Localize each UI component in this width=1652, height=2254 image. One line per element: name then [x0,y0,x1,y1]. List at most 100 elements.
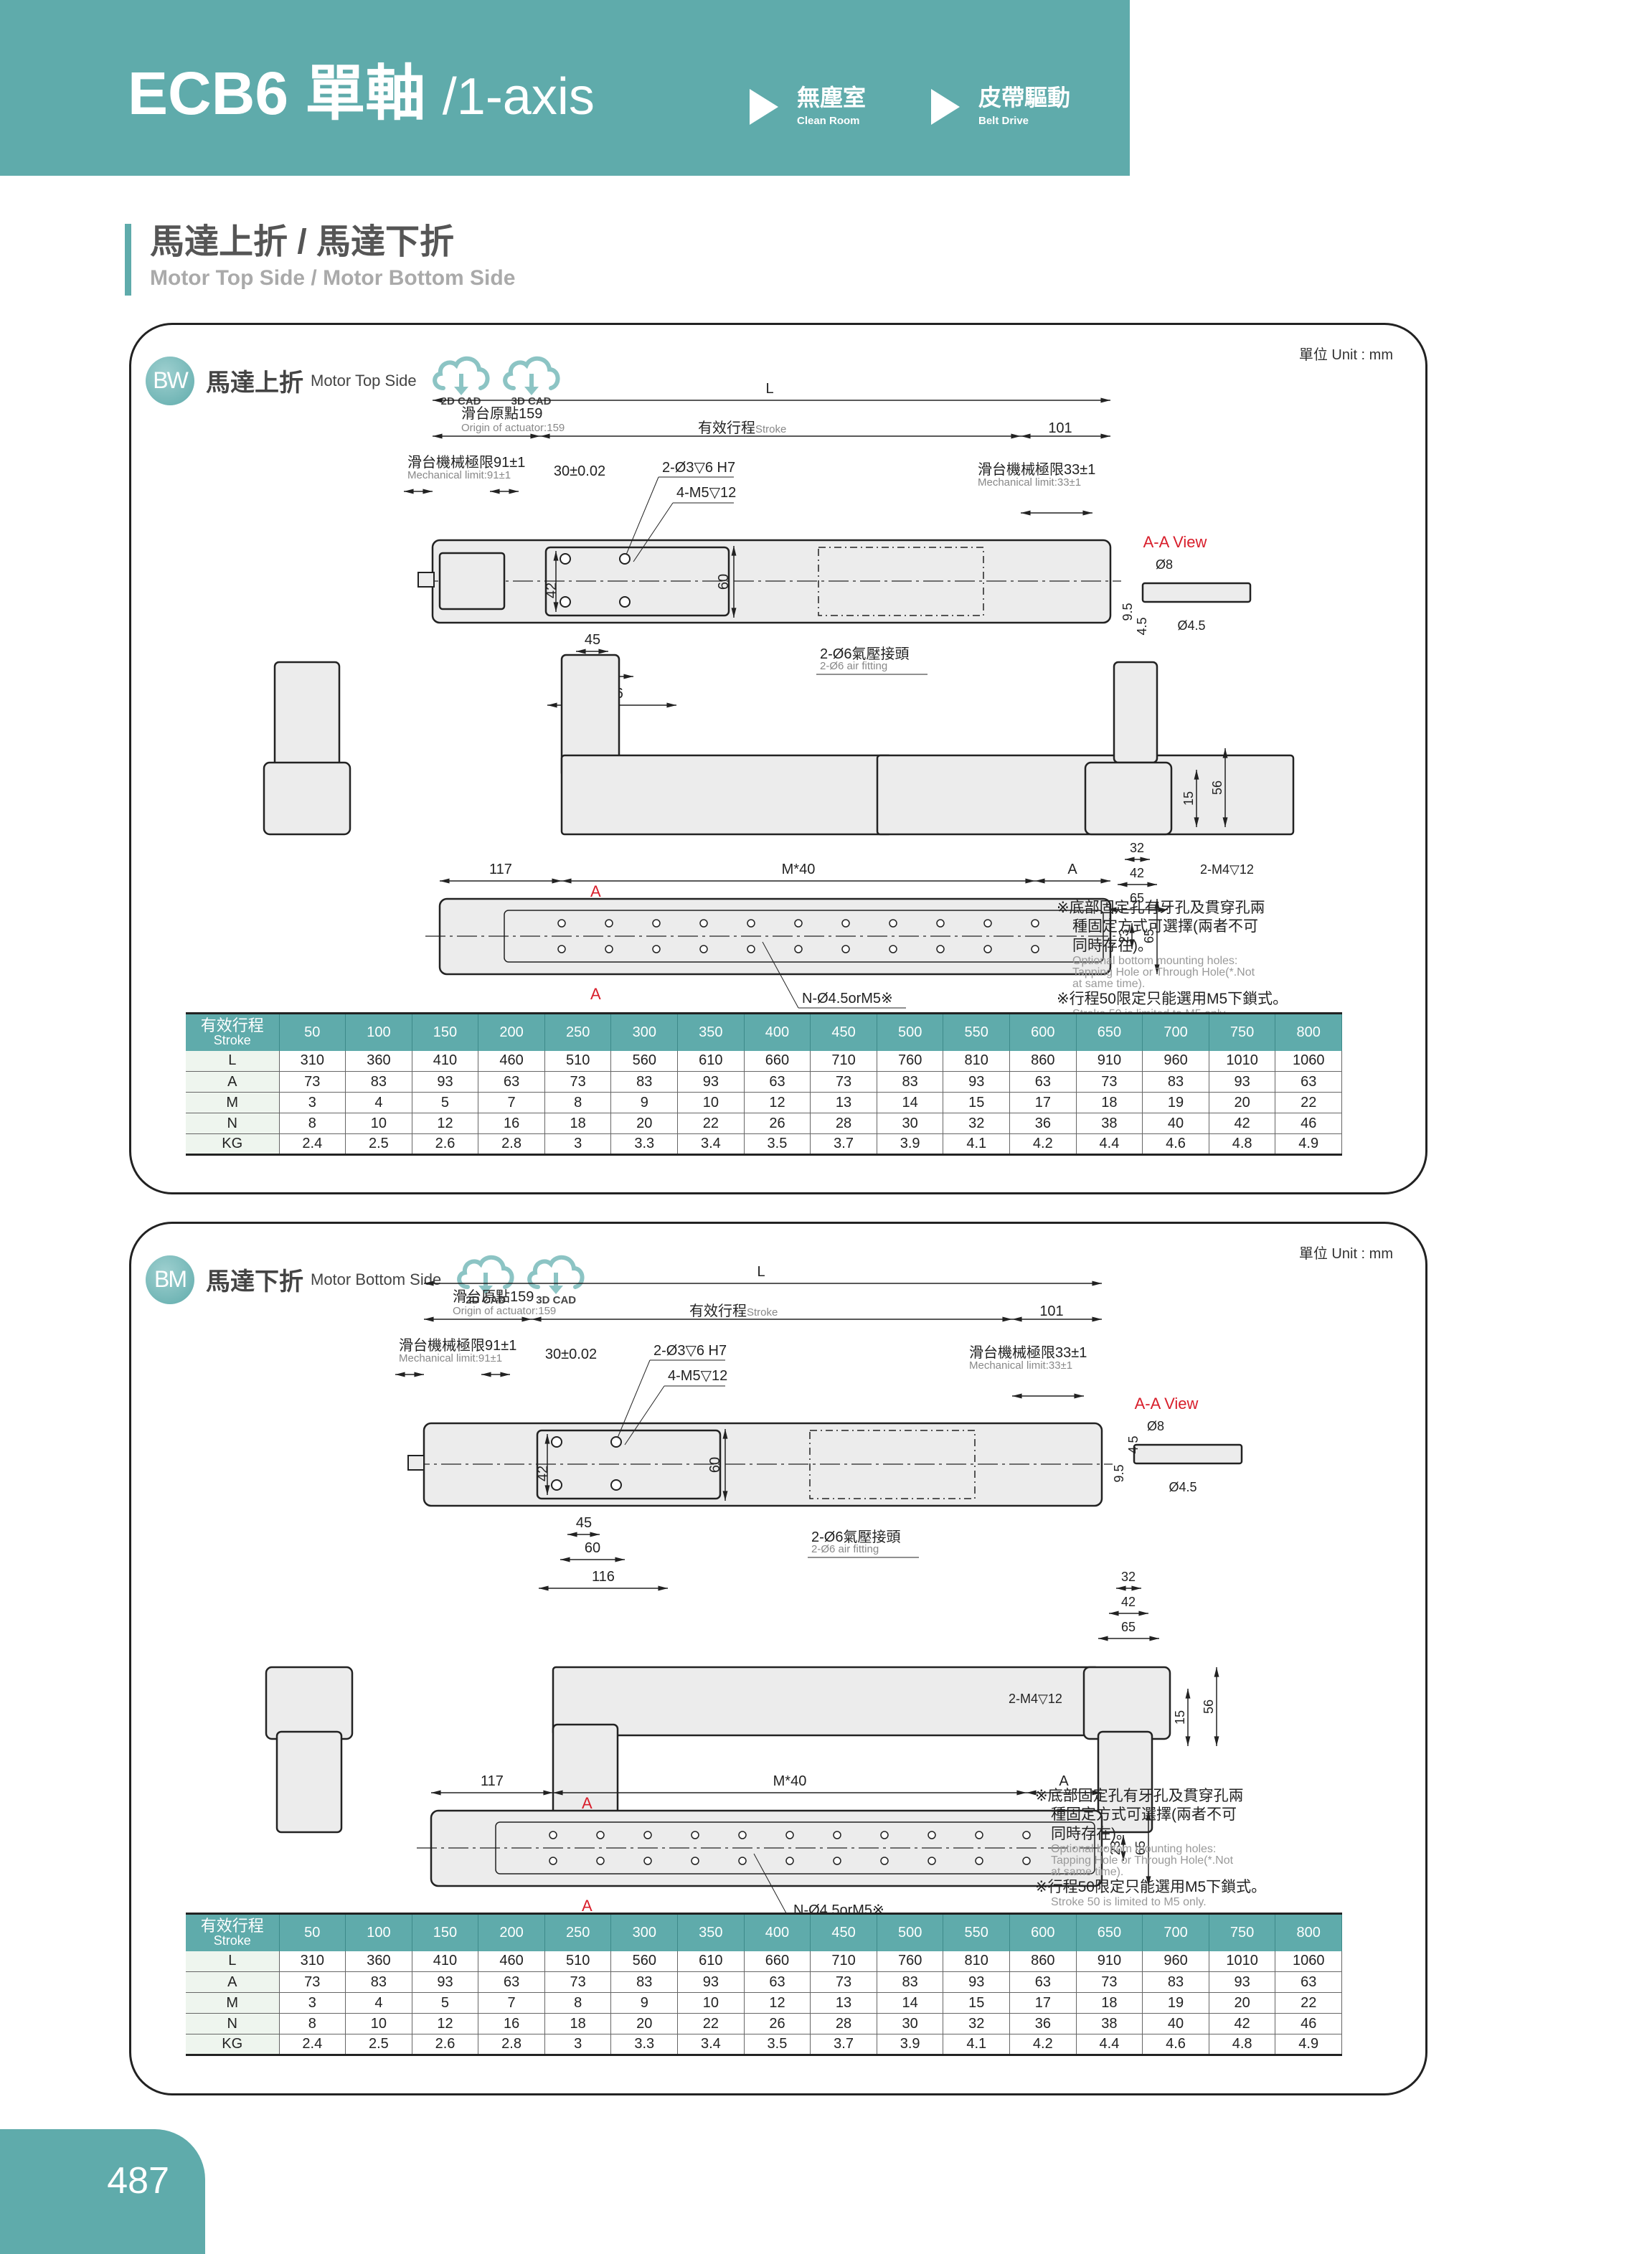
arrowhead [1012,1316,1022,1322]
dimension-label: 有效行程 [689,1303,747,1319]
table-cell: 9 [610,1992,679,2014]
table-cell: 4.6 [1142,2034,1209,2056]
table-cell: 5 [412,1992,479,2014]
table-cell: 4.4 [1076,1133,1143,1156]
unit-label: 單位 Unit : mm [1298,347,1393,363]
download-2d-cad-button[interactable]: 2D CAD [428,354,494,407]
bottom-hole [975,1831,983,1839]
table-cell: 83 [345,1971,412,1993]
arrowhead [1021,433,1031,439]
bottom-hole [794,945,803,953]
arrowhead [553,602,559,612]
stroke-column-header: 550 [943,1012,1011,1051]
arrowhead [395,1372,405,1377]
table-cell: 83 [610,1971,679,1993]
section-heading: 馬達上折 / 馬達下折 Motor Top Side / Motor Botto… [125,223,515,296]
table-cell: 22 [1275,1992,1342,2014]
bottom-hole [549,1831,557,1839]
dimension-label: 65 [1121,1620,1136,1634]
table-cell: 810 [943,1050,1011,1072]
header-banner: ECB6 單軸 /1-axis 無塵室 Clean Room 皮帶驅動 Belt… [0,0,1130,176]
stroke-column-header: 150 [412,1012,479,1051]
bottom-hole [747,919,755,928]
notes: ※底部固定孔有牙孔及貫穿孔兩 種固定方式可選擇(兩者不可 同時存在)。 Opti… [1057,899,1293,1020]
table-cell: 32 [943,2013,1011,2034]
table-cell: 1010 [1209,1050,1276,1072]
dimension-label: 滑台機械極限33±1 [978,461,1095,478]
dimension-label: 15 [1181,791,1196,806]
arrowhead [1120,1835,1126,1845]
dimension-label: 65 [1130,891,1144,905]
table-cell: 4.9 [1275,1133,1342,1156]
arrowhead [424,1281,434,1286]
table-cell: 73 [1076,1971,1143,1993]
table-cell: 2.8 [478,1133,545,1156]
table-cell: 310 [279,1951,346,1972]
dimension-label: 有效行程 [698,420,755,436]
table-cell: 760 [877,1951,944,1972]
bottom-hole [1031,945,1039,953]
arrowhead [1149,1636,1159,1641]
hole-callout: N-Ø4.5orM5※ [802,991,893,1006]
bottom-hole [785,1831,794,1839]
arrowhead [424,1316,434,1322]
slider-carriage [544,546,730,617]
dimension-label: 23 [1108,1841,1123,1855]
panel-code-badge: BM [146,1255,194,1304]
stroke-end-outline [809,1430,976,1499]
dimension-label: 56 [1210,781,1224,795]
arrowhead [1131,1585,1141,1591]
note-1-zh: 種固定方式可選擇(兩者不可 [1072,918,1258,935]
table-cell: 63 [478,1071,545,1093]
arrowhead [1146,1876,1151,1886]
table-cell: 360 [345,1951,412,1972]
bottom-hole [983,919,992,928]
motor-end-view-right [1097,1730,1153,1834]
download-2d-cad-button[interactable]: 2D CAD [453,1253,519,1306]
note-1-zh: 同時存在)。 [1051,1825,1131,1842]
panel-heading: BW 馬達上折 Motor Top Side 2D CAD 3D CAD [146,354,569,407]
table-cell: 10 [345,2013,412,2034]
dimension-label: 60 [716,574,732,590]
note-2-zh: ※行程50限定只能選用M5下鎖式。 [1057,990,1288,1007]
leader-line [762,941,799,1009]
table-cell: 83 [1142,1071,1209,1093]
table-cell: 22 [677,1113,745,1134]
section-view-label: A-A View [1135,1395,1199,1413]
stroke-column-header: 250 [544,1913,612,1951]
dimension-label: Mechanical limit:33±1 [969,1359,1072,1372]
stroke-column-header: 750 [1209,1012,1276,1051]
table-cell: 7 [478,1092,545,1113]
table-cell: 73 [810,1971,877,1993]
arrowhead [1100,878,1110,884]
end-plate-right [1082,1666,1171,1740]
tag-label-en: Clean Room [797,115,860,127]
table-cell: 460 [478,1951,545,1972]
bottom-hole [936,945,945,953]
table-cell: 4.4 [1076,2034,1143,2056]
bottom-hole [699,945,708,953]
dimension-label: 15 [1173,1710,1187,1725]
arrowhead [562,878,572,884]
table-cell: 510 [544,1050,612,1072]
dimension-label: M*40 [782,862,816,877]
table-cell: 7 [478,1992,545,2014]
bottom-hole [596,1831,605,1839]
bottom-hole [652,919,661,928]
table-cell: 20 [610,1113,679,1134]
table-cell: 710 [810,1951,877,1972]
arrowhead [553,551,559,561]
row-label: L [186,1951,280,1972]
tag-label-zh: 無塵室 [797,85,867,110]
table-cell: 660 [744,1951,811,1972]
table-cell: 4.6 [1142,1133,1209,1156]
leader-line [626,476,659,555]
arrowhead [530,433,540,439]
download-3d-cad-button[interactable]: 3D CAD [499,354,565,407]
dimension-label: Mechanical limit:91±1 [407,469,511,481]
table-cell: 13 [810,1092,877,1113]
download-3d-cad-button[interactable]: 3D CAD [523,1253,589,1306]
bottom-hole [747,945,755,953]
